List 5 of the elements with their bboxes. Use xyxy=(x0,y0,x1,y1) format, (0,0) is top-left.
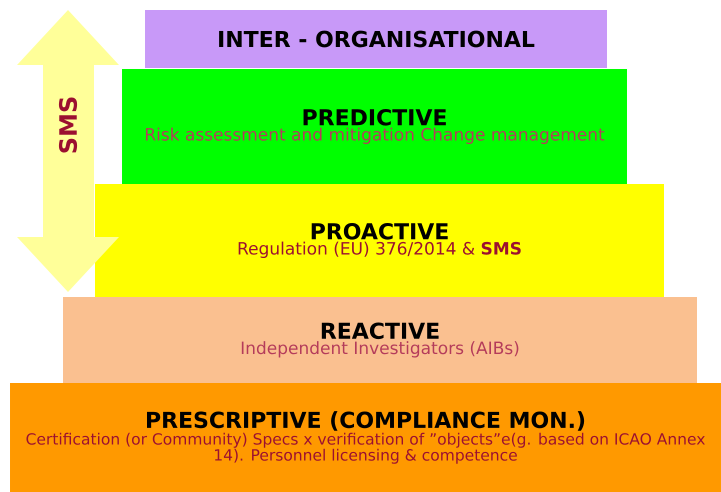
layer-box: INTER - ORGANISATIONAL xyxy=(145,10,607,68)
layer-box: PROACTIVE Regulation (EU) 376/2014 & SMS xyxy=(95,184,664,297)
layer-box: REACTIVE Independent Investigators (AIBs) xyxy=(63,297,697,383)
layer-box: PREDICTIVE Risk assessment and mitigation Change management xyxy=(122,69,627,184)
layer-box: PRESCRIPTIVE (COMPLIANCE MON.) Certification (or Community) Specs x verification of ”objects”e(g. based on ICAO Annex 14). Personnel licensing & competence xyxy=(10,382,721,492)
